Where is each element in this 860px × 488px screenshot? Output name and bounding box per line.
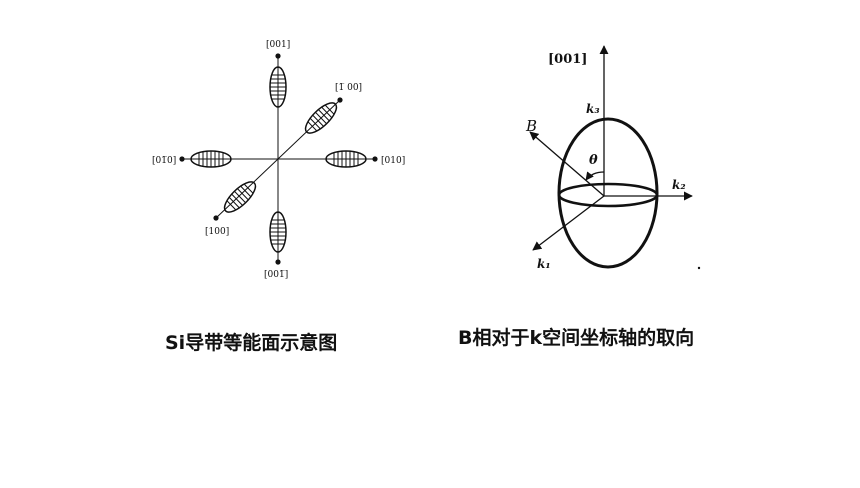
- ellipsoid-right: [325, 150, 367, 168]
- label-001-axis: [001]: [548, 52, 587, 67]
- label-100bar-upper-right: [1̅ 00]: [335, 83, 362, 93]
- label-001bar-bottom: [001̅]: [264, 270, 288, 280]
- dot-bottom: [275, 259, 281, 265]
- label-theta: θ: [589, 153, 598, 168]
- dot-lower-left: [213, 215, 219, 221]
- caption-si-energy-surface: Si导带等能面示意图: [165, 332, 338, 354]
- dot-top: [275, 53, 281, 59]
- caption-b-orientation: B相对于k空间坐标轴的取向: [458, 327, 695, 349]
- b-orientation-diagram: [529, 45, 701, 270]
- ellipsoid-lower-left: [223, 181, 257, 213]
- label-b: B: [525, 117, 537, 135]
- k1-axis: [532, 195, 605, 251]
- ellipsoid-bottom: [269, 211, 287, 253]
- b-field-vector: [529, 131, 605, 197]
- dot-left: [179, 156, 185, 162]
- dot-upper-right: [337, 97, 343, 103]
- ellipsoid-top: [269, 66, 287, 108]
- label-010-right: [010]: [381, 156, 405, 166]
- label-010bar-left: [01̅0]: [152, 156, 176, 166]
- dot-right: [372, 156, 378, 162]
- theta-arc: [585, 171, 605, 181]
- label-100-lower-left: [100]: [205, 227, 229, 237]
- si-energy-surface-diagram: [179, 53, 378, 265]
- label-k3: k₃: [586, 102, 600, 116]
- ellipsoid-upper-right: [304, 102, 338, 134]
- ellipsoid-left: [190, 150, 232, 168]
- stray-dot: [697, 266, 701, 270]
- equator-ellipse: [557, 182, 659, 208]
- label-k2: k₂: [672, 178, 686, 192]
- label-k1: k₁: [537, 257, 551, 271]
- energy-ellipsoid: [557, 117, 659, 269]
- axis-diagonal: [215, 99, 341, 219]
- label-001-top: [001]: [266, 40, 290, 50]
